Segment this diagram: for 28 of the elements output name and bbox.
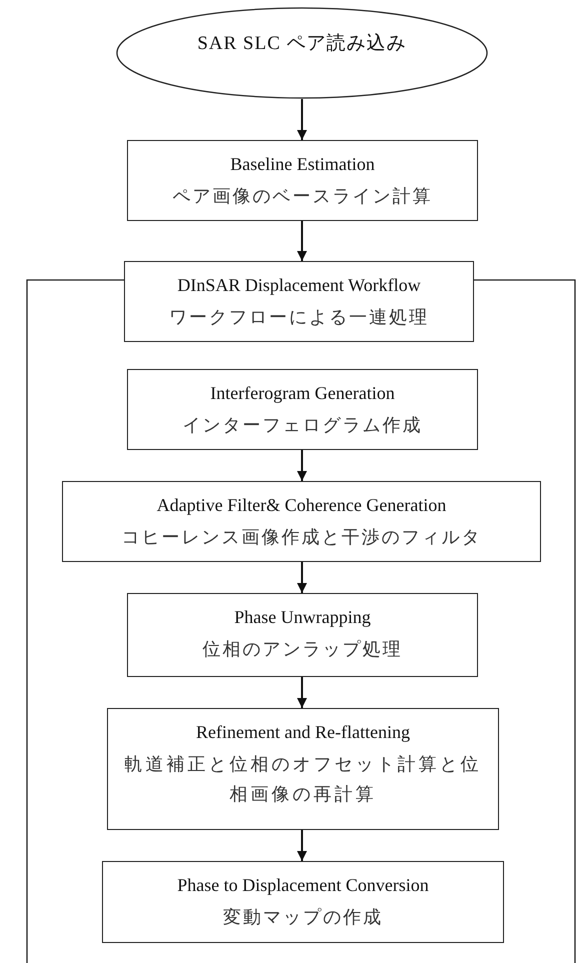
process-box [107, 708, 499, 830]
arrow [297, 221, 307, 261]
arrow [297, 677, 307, 708]
step-description: 位相のアンラップ処理 [202, 638, 404, 661]
arrow [297, 99, 307, 140]
step-description: 変動マップの作成 [222, 906, 384, 929]
step-title: Refinement and Re-flattening [195, 721, 411, 743]
step-title: SAR SLC ペア読み込み [196, 33, 408, 55]
arrow [297, 830, 307, 861]
step-title: DInSAR Displacement Workflow [176, 274, 422, 296]
process-box [127, 593, 478, 677]
step-description: ワークフローによる一連処理 [168, 306, 430, 329]
step-title: Adaptive Filter& Coherence Generation [156, 494, 448, 516]
arrow [297, 450, 307, 481]
step-description: ペア画像のベースライン計算 [172, 185, 434, 208]
process-box [127, 369, 478, 450]
process-box [127, 140, 478, 221]
step-description: 軌道補正と位相のオフセット計算と位相画像の再計算 [124, 753, 482, 806]
process-box [62, 481, 541, 562]
step-title: Baseline Estimation [229, 153, 376, 175]
step-title: Phase to Displacement Conversion [176, 874, 430, 896]
process-box [124, 261, 474, 342]
arrow [297, 562, 307, 593]
step-title: Interferogram Generation [209, 382, 396, 404]
step-description: コヒーレンス画像作成と干渉のフィルタ [120, 526, 482, 549]
process-box [102, 861, 504, 943]
step-description: インターフェログラム作成 [182, 414, 424, 437]
step-title: Phase Unwrapping [233, 606, 372, 628]
